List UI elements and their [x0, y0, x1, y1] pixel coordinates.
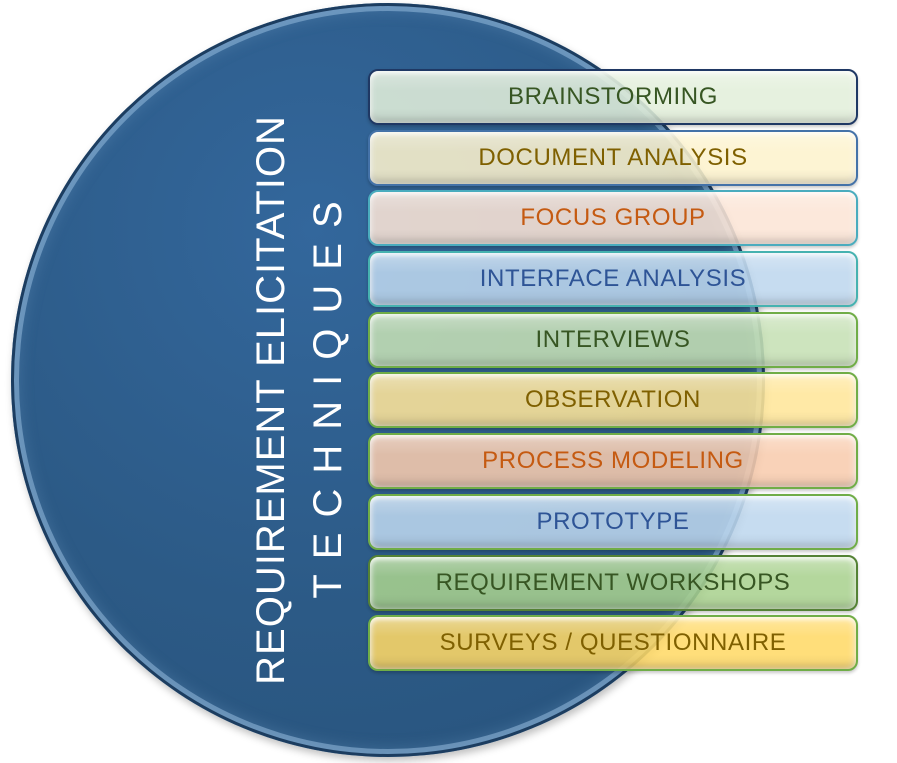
technique-list: BRAINSTORMING DOCUMENT ANALYSIS FOCUS GR… — [368, 69, 858, 672]
technique-label: FOCUS GROUP — [520, 204, 706, 232]
bar-observation: OBSERVATION — [368, 372, 858, 429]
technique-label: OBSERVATION — [525, 386, 701, 414]
technique-label: DOCUMENT ANALYSIS — [478, 143, 748, 171]
bar-brainstorming: BRAINSTORMING — [368, 69, 858, 125]
bar-interface-analysis: INTERFACE ANALYSIS — [368, 251, 858, 308]
technique-label: REQUIREMENT WORKSHOPS — [435, 568, 791, 596]
bar-requirement-workshops: REQUIREMENT WORKSHOPS — [368, 554, 858, 611]
technique-label: SURVEYS / QUESTIONNAIRE — [439, 629, 787, 657]
diagram-title-line1: REQUIREMENT ELICITATION — [249, 115, 293, 685]
bar-document-analysis: DOCUMENT ANALYSIS — [368, 129, 858, 186]
bar-surveys-questionnaire: SURVEYS / QUESTIONNAIRE — [368, 615, 858, 672]
diagram-title: REQUIREMENT ELICITATION TECHNIQUES — [243, 115, 357, 685]
bar-process-modeling: PROCESS MODELING — [368, 433, 858, 490]
bar-prototype: PROTOTYPE — [368, 493, 858, 550]
bar-focus-group: FOCUS GROUP — [368, 190, 858, 247]
technique-label: INTERFACE ANALYSIS — [479, 265, 747, 293]
technique-label: BRAINSTORMING — [507, 83, 719, 110]
technique-label: INTERVIEWS — [535, 325, 691, 353]
bar-interviews: INTERVIEWS — [368, 311, 858, 368]
diagram-title-line2: TECHNIQUES — [306, 186, 350, 599]
technique-label: PROTOTYPE — [536, 507, 690, 535]
technique-label: PROCESS MODELING — [482, 447, 744, 475]
